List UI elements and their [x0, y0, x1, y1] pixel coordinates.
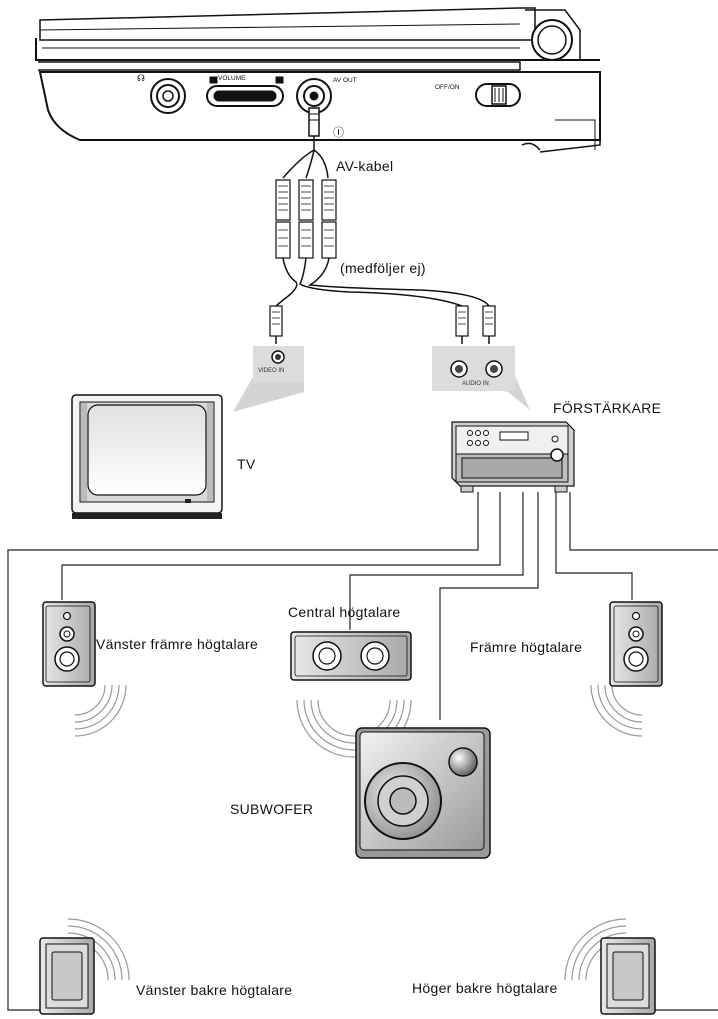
subwoofer-icon: [355, 727, 491, 859]
front-right-sound-waves: [590, 684, 643, 737]
video-in-label: VIDEO IN: [258, 368, 285, 374]
audio-in-label: AUDIO IN: [462, 381, 489, 387]
video-in-panel: [233, 346, 304, 412]
audio-in-panel: [432, 346, 530, 410]
rear-right-speaker-label: Höger bakre högtalare: [412, 980, 558, 996]
front-left-speaker-icon: [42, 601, 127, 737]
power-symbol: Ⓘ: [333, 127, 344, 139]
volume-label: VOLUME: [218, 75, 246, 82]
front-left-sound-waves: [74, 684, 127, 737]
rear-right-speaker-icon: [564, 918, 656, 1015]
front-left-speaker-label: Vänster främre högtalare: [96, 636, 259, 652]
headphone-label: ☊: [137, 73, 145, 83]
av-out-label: AV OUT: [333, 77, 357, 84]
center-speaker-label: Central högtalare: [288, 604, 401, 620]
dvd-player: [35, 7, 601, 153]
off-on-label: OFF/ON: [435, 84, 460, 91]
center-sound-waves: [296, 699, 412, 758]
av-cable-label: AV-kabel: [336, 158, 394, 174]
front-right-speaker-label: Främre högtalare: [470, 639, 583, 655]
tv-label: TV: [237, 456, 256, 472]
amplifier-icon: [451, 421, 575, 493]
subwoofer-label: SUBWOFER: [230, 801, 314, 817]
rear-left-speaker-label: Vänster bakre högtalare: [136, 982, 293, 998]
tv-icon: [71, 394, 223, 519]
front-right-speaker-icon: [590, 601, 663, 737]
amplifier-label: FÖRSTÄRKARE: [553, 400, 662, 416]
center-speaker-icon: [290, 631, 412, 758]
speaker-wires: [7, 492, 718, 1011]
av-cable: [269, 107, 496, 344]
not-included-label: (medföljer ej): [340, 260, 426, 276]
rear-left-speaker-icon: [39, 918, 130, 1015]
